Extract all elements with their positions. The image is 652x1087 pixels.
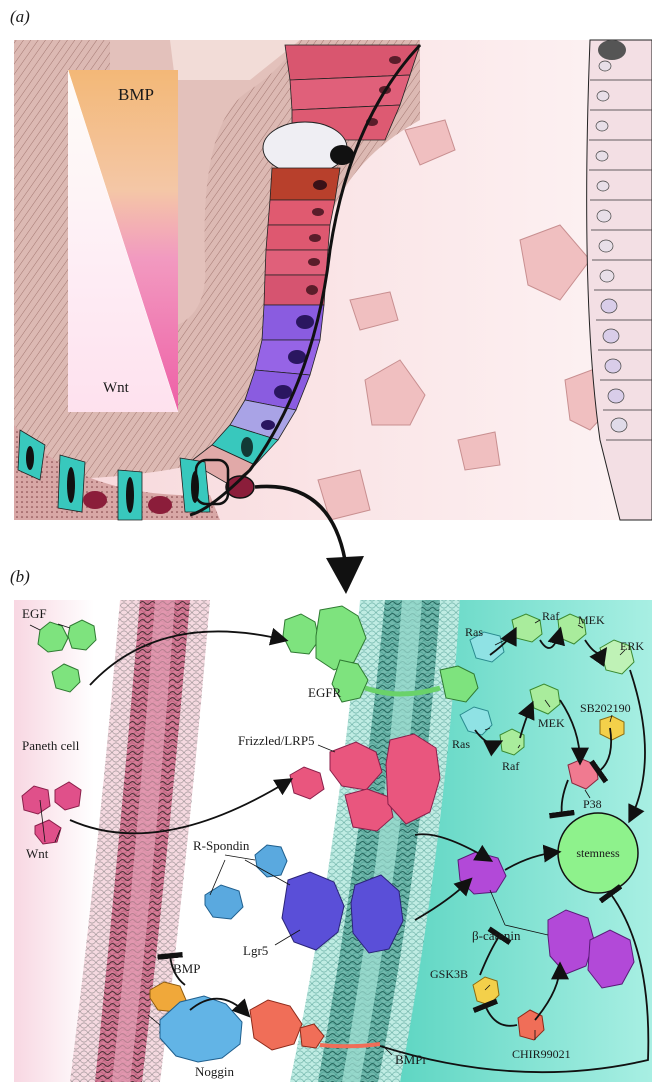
egf-label: EGF bbox=[22, 606, 47, 621]
bmp-wnt-gradient: BMP Wnt bbox=[68, 70, 178, 412]
mek-label-top: MEK bbox=[578, 613, 605, 627]
paneth-cell-label: Paneth cell bbox=[22, 738, 80, 753]
gradient-wnt-label: Wnt bbox=[103, 380, 130, 396]
raf-label-top: Raf bbox=[542, 609, 559, 623]
mek-label-middle: MEK bbox=[538, 716, 565, 730]
ras-label-middle: Ras bbox=[452, 737, 470, 751]
p38-label: P38 bbox=[583, 797, 602, 811]
gsk3b-label: GSK3B bbox=[430, 967, 468, 981]
gradient-bmp-label: BMP bbox=[118, 85, 154, 104]
stemness-label: stemness bbox=[576, 846, 620, 860]
panel-a: (a) bbox=[10, 7, 652, 594]
lgr5-label: Lgr5 bbox=[243, 943, 268, 958]
egfr-label: EGFR bbox=[308, 685, 342, 700]
raf-label-middle: Raf bbox=[502, 759, 519, 773]
rspondin-label: R-Spondin bbox=[193, 838, 250, 853]
bcatenin-label: β-catenin bbox=[472, 928, 521, 943]
panel-a-letter: (a) bbox=[10, 7, 30, 26]
bmpr-transmembrane bbox=[320, 1044, 380, 1046]
panel-b-letter: (b) bbox=[10, 567, 30, 586]
wnt-label: Wnt bbox=[26, 846, 49, 861]
noggin-label: Noggin bbox=[195, 1064, 235, 1079]
chir99021-label: CHIR99021 bbox=[512, 1047, 571, 1061]
bmpr-label: BMPr bbox=[395, 1052, 427, 1067]
panel-link-arrowhead bbox=[326, 556, 364, 594]
bmp-label: BMP bbox=[173, 961, 200, 976]
ras-label-top: Ras bbox=[465, 625, 483, 639]
frizzled-label: Frizzled/LRP5 bbox=[238, 733, 315, 748]
sb202190-label: SB202190 bbox=[580, 701, 631, 715]
erk-label: ERK bbox=[620, 639, 644, 653]
panel-b: (b) bbox=[10, 567, 652, 1082]
